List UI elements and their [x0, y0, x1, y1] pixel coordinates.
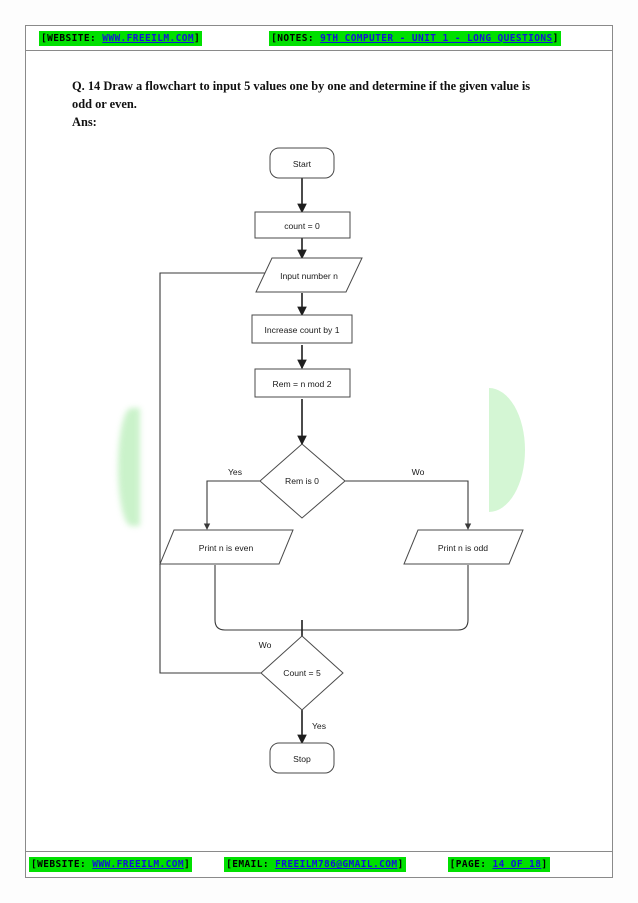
flow-node-remainder-label: Rem = n mod 2	[273, 379, 332, 389]
footer-email: [EMAIL: FREEILM786@GMAIL.COM]	[224, 857, 406, 872]
flow-node-print-even-label: Print n is even	[199, 543, 254, 553]
footer-website-suffix: ]	[184, 859, 191, 870]
flow-node-decision-count-label: Count = 5	[283, 668, 321, 678]
header-website-suffix: ]	[194, 32, 201, 44]
flow-node-print-odd-label: Print n is odd	[438, 543, 488, 553]
flow-edge-label-rem-no: Wo	[412, 467, 425, 477]
flow-node-decision-count	[260, 635, 344, 711]
question-line-1: Q. 14 Draw a flowchart to input 5 values…	[72, 79, 531, 93]
flow-node-start	[269, 147, 335, 179]
flow-edge-label-rem-yes: Yes	[228, 467, 242, 477]
footer-email-prefix: [EMAIL:	[226, 859, 276, 870]
header-website: [WEBSITE: WWW.FREEILM.COM]	[39, 30, 203, 46]
page-header: [WEBSITE: WWW.FREEILM.COM] [NOTES: 9TH C…	[25, 25, 613, 51]
flow-node-stop-label: Stop	[293, 754, 311, 764]
footer-email-link[interactable]: FREEILM786@GMAIL.COM	[275, 859, 398, 870]
flow-node-input-label: Input number n	[280, 271, 338, 281]
flow-node-init-label: count = 0	[284, 221, 320, 231]
flow-node-start-label: Start	[293, 159, 312, 169]
header-notes-suffix: ]	[552, 32, 559, 44]
flow-node-print-odd	[403, 529, 524, 565]
question-text: Q. 14 Draw a flowchart to input 5 values…	[72, 78, 572, 132]
header-notes: [NOTES: 9TH COMPUTER - UNIT 1 - LONG QUE…	[269, 30, 561, 46]
header-website-prefix: [WEBSITE:	[41, 32, 103, 44]
flow-edge-label-count-no: Wo	[259, 640, 272, 650]
flow-edge-label-count-yes: Yes	[312, 721, 326, 731]
footer-website-prefix: [WEBSITE:	[31, 859, 93, 870]
footer-page-number: [PAGE: 14 OF 18]	[447, 857, 550, 872]
question-line-2: odd or even.	[72, 96, 137, 111]
flowchart-diagram: Start count = 0 Input number n Increase …	[25, 51, 613, 851]
header-notes-prefix: [NOTES:	[271, 32, 321, 44]
page-footer: [WEBSITE: WWW.FREEILM.COM] [EMAIL: FREEI…	[25, 851, 613, 878]
footer-website: [WEBSITE: WWW.FREEILM.COM]	[29, 857, 193, 872]
flow-node-increment-label: Increase count by 1	[264, 325, 339, 335]
footer-page-suffix: ]	[541, 859, 548, 870]
footer-page-prefix: [PAGE:	[449, 859, 493, 870]
footer-page-value: 14 OF 18	[492, 859, 542, 870]
flow-node-remainder	[254, 368, 351, 398]
flow-node-input	[255, 257, 363, 293]
flow-node-decision-rem-label: Rem is 0	[285, 476, 319, 486]
answer-label: Ans:	[72, 115, 97, 129]
header-website-link[interactable]: WWW.FREEILM.COM	[102, 32, 194, 44]
flow-node-print-even	[159, 529, 294, 565]
flow-node-stop	[269, 742, 335, 774]
footer-email-suffix: ]	[397, 859, 404, 870]
flow-node-decision-rem	[259, 443, 346, 519]
flow-node-init	[254, 211, 351, 239]
flow-node-increment	[251, 314, 353, 344]
header-notes-link: 9TH COMPUTER - UNIT 1 - LONG QUESTIONS	[320, 32, 553, 44]
footer-website-link[interactable]: WWW.FREEILM.COM	[92, 859, 184, 870]
